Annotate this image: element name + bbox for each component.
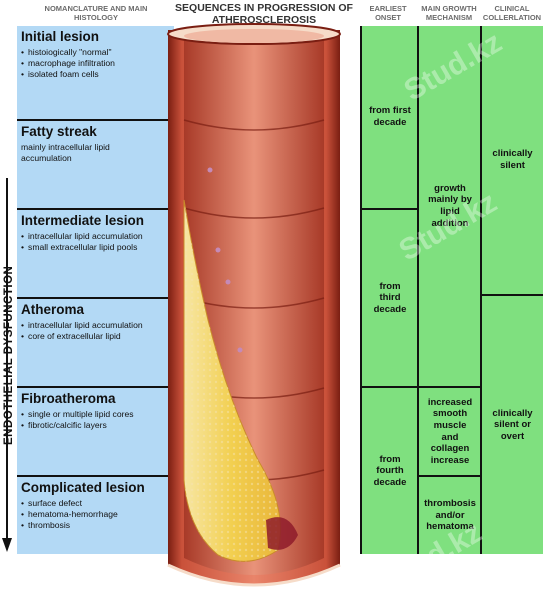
stage-item: hematoma-hemorrhage — [21, 509, 169, 520]
header-sequences: SEQUENCES IN PROGRESSION OF ATHEROSCLERO… — [175, 2, 353, 27]
endothelial-dysfunction-label: ENDOTHELIAL DYSFUNCTION — [3, 266, 15, 445]
endothelial-dysfunction-axis: ENDOTHELIAL DYSFUNCTION — [2, 178, 15, 552]
divider — [482, 294, 543, 296]
stage-item: thrombosis — [21, 520, 169, 531]
stage-item: surface defect — [21, 498, 169, 509]
stage-item: single or multiple lipid cores — [21, 409, 169, 420]
clinical-column: clinically silent clinically silent or o… — [480, 26, 543, 554]
stage-intermediate-lesion: Intermediate lesion intracellular lipid … — [17, 208, 174, 297]
stage-fatty-streak: Fatty streak mainly intracellular lipid … — [17, 119, 174, 208]
stage-item: isolated foam cells — [21, 69, 169, 80]
stage-title: Fibroatheroma — [21, 391, 116, 406]
mechanism-thrombosis: thrombosis and/or hematoma — [424, 498, 476, 533]
stage-item: intracellular lipid accumulation — [21, 320, 169, 331]
stage-title: Initial lesion — [21, 29, 100, 44]
stage-item: core of extracellular lipid — [21, 331, 169, 342]
divider — [419, 475, 481, 477]
stage-item: intracellular lipid accumulation — [21, 231, 169, 242]
histology-panel: Initial lesion histoiogically "normal" m… — [17, 26, 174, 554]
stage-description: mainly intracellular lipid accumulation — [21, 141, 110, 163]
stage-item: histoiogically "normal" — [21, 47, 169, 58]
divider — [419, 386, 481, 388]
stage-title: Complicated lesion — [21, 480, 145, 495]
stage-fibroatheroma: Fibroatheroma single or multiple lipid c… — [17, 386, 174, 475]
stage-title: Fatty streak — [21, 124, 97, 139]
stage-item: macrophage infiltration — [21, 58, 169, 69]
mechanism-smooth-muscle: increased smooth muscle and collagen inc… — [427, 396, 473, 466]
foam-cells — [207, 167, 243, 353]
stage-complicated-lesion: Complicated lesion surface defect hemato… — [17, 475, 174, 554]
onset-fourth-decade: from fourth decade — [373, 453, 407, 488]
stage-item: small extracellular lipid pools — [21, 242, 169, 253]
onset-first-decade: from first decade — [369, 105, 411, 128]
clinical-silent-or-overt: clinically silent or overt — [492, 407, 533, 442]
mechanism-lipid-addition: growth mainly by lipid addition — [428, 182, 472, 229]
mechanism-column: growth mainly by lipid addition increase… — [417, 26, 481, 554]
clinical-silent: clinically silent — [492, 148, 533, 171]
stage-item: fibrotic/calcific layers — [21, 420, 169, 431]
divider — [362, 386, 418, 388]
header-earliest-onset: EARLIEST ONSET — [369, 4, 407, 22]
divider — [362, 208, 418, 210]
artery-illustration — [167, 23, 341, 587]
thrombus — [266, 517, 298, 550]
header-mechanism: MAIN GROWTH MECHANISM — [421, 4, 477, 22]
header-clinical: CLINICAL COLLERLATION — [482, 4, 542, 22]
stage-title: Atheroma — [21, 302, 85, 317]
stage-atheroma: Atheroma intracellular lipid accumulatio… — [17, 297, 174, 386]
stage-initial-lesion: Initial lesion histoiogically "normal" m… — [17, 26, 174, 119]
stage-title: Intermediate lesion — [21, 213, 145, 228]
onset-column: from first decade from third decade from… — [360, 26, 418, 554]
onset-third-decade: from third decade — [373, 280, 407, 315]
header-nomenclature: NOMANCLATURE AND MAIN HISTOLOGY — [44, 4, 148, 22]
